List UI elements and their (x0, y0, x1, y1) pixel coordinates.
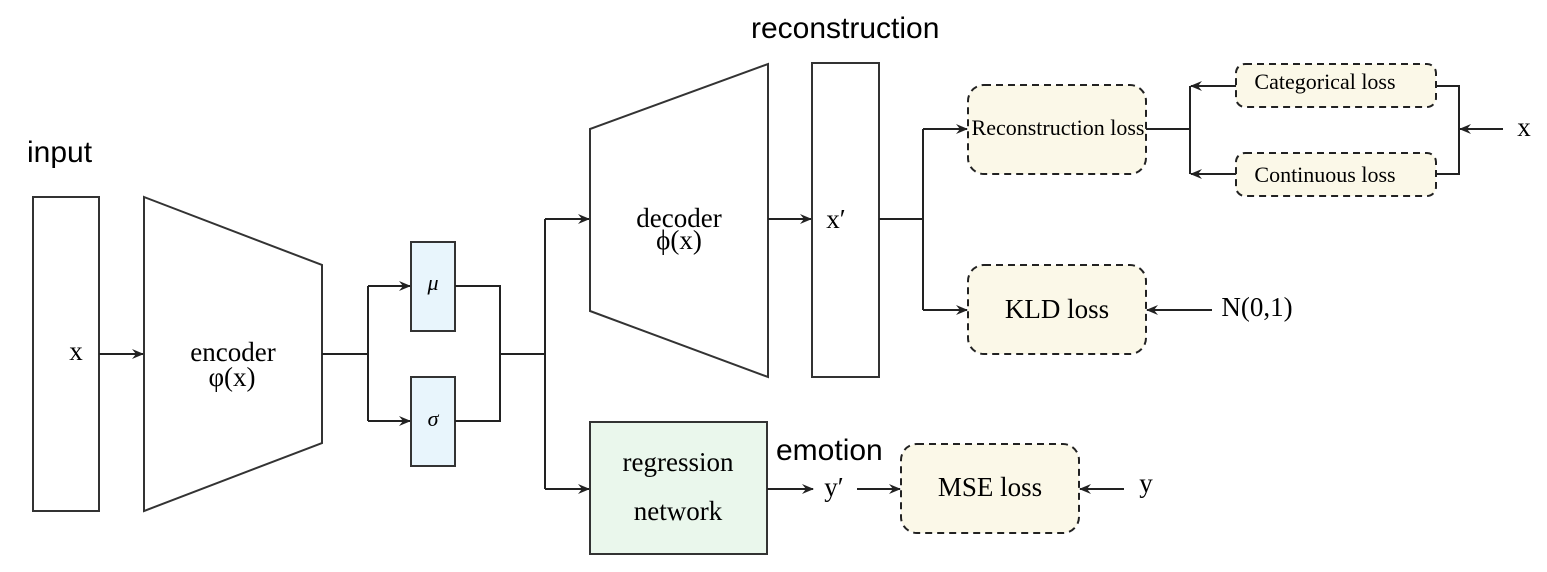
regression-label-line1: regression (623, 447, 734, 477)
decoder-function: ϕ(x) (656, 225, 702, 255)
mu-merge-wire (455, 285, 501, 354)
input-box (32, 196, 100, 512)
categorical-loss-text: Categorical loss (1254, 69, 1395, 94)
regression-network-box (589, 421, 768, 555)
mu-box (410, 241, 456, 332)
reconstruction-label: reconstruction (751, 12, 939, 45)
encoder-block (143, 195, 323, 513)
decoder-label: decoder (636, 203, 721, 233)
kld-loss-box (967, 264, 1147, 355)
mse-loss-box (900, 443, 1080, 534)
encoder-function: φ(x) (208, 362, 255, 392)
x-prime-text: x′ (826, 204, 845, 234)
emotion-label: emotion (776, 434, 883, 467)
target-y-text: y (1139, 468, 1153, 498)
sigma-box (410, 376, 456, 467)
normal-prior-text: N(0,1) (1221, 292, 1292, 322)
decoder-block (589, 62, 769, 379)
reconstruction-loss-box (967, 84, 1147, 175)
input-label: input (27, 136, 93, 169)
categorical-target-wire (1436, 85, 1460, 175)
y-prime-text: y′ (824, 472, 843, 502)
regression-label-line2: network (634, 496, 723, 526)
input-x-text: x (69, 336, 83, 366)
continuous-loss-text: Continuous loss (1254, 162, 1395, 187)
kld-loss-text: KLD loss (1005, 294, 1109, 324)
encoder-label: encoder (190, 337, 275, 367)
sigma-symbol: σ (428, 406, 440, 431)
sigma-merge-wire (455, 354, 501, 422)
mu-symbol: μ (426, 270, 438, 295)
target-x-text: x (1517, 112, 1531, 142)
mse-loss-text: MSE loss (938, 472, 1042, 502)
reconstruction-loss-text: Reconstruction loss (972, 115, 1145, 140)
